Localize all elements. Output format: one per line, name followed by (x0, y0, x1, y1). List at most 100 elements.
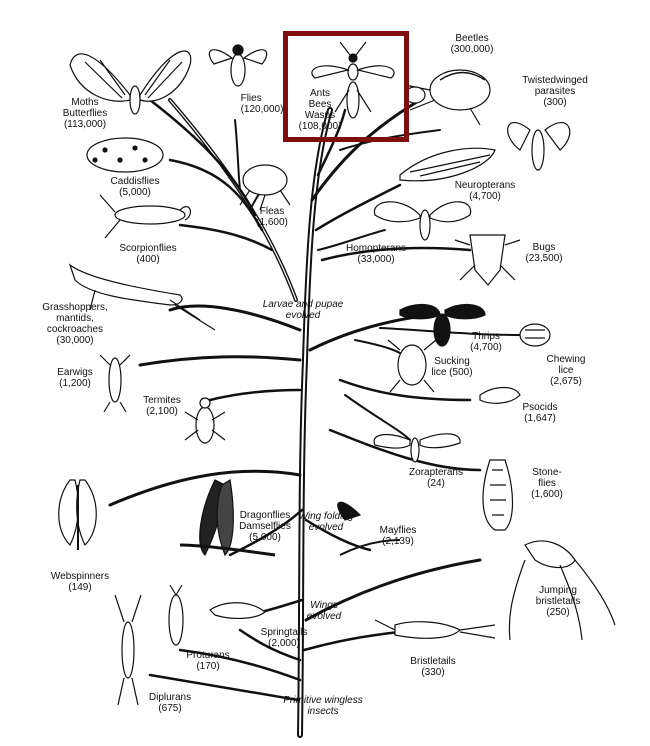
label-line: flies (538, 478, 556, 489)
stage-line: Larvae and pupae (262, 299, 344, 310)
grasshopper-illustration (68, 263, 216, 331)
label-jumping-bristletails: Jumping bristletails (250) (536, 585, 580, 618)
label-twistedwinged: Twistedwinged parasites (300) (522, 75, 588, 108)
caddisfly-illustration (86, 137, 164, 173)
label-line: mantids, (56, 313, 94, 324)
label-scorpionflies: Scorpionflies (400) (119, 243, 176, 265)
label-thrips: Thrips (4,700) (470, 331, 502, 353)
label-line: Chewing (546, 354, 586, 365)
label-count: (1,647) (524, 413, 556, 424)
label-line: Wasps (304, 110, 336, 121)
proturan-illustration (168, 584, 184, 646)
label-count: (500) (449, 367, 473, 378)
label-psocids: Psocids (1,647) (522, 402, 557, 424)
label-line: Diplurans (148, 692, 192, 703)
trunk-core (299, 109, 331, 736)
label-ants-bees-wasps: Ants Bees Wasps (108,000) (299, 88, 342, 132)
label-line: Thrips (472, 331, 500, 342)
stage-larvae-pupae: Larvae and pupae evolved (263, 299, 344, 321)
label-line: Butterflies (62, 108, 108, 119)
jumping-bristletail-illustration (508, 540, 616, 641)
stage-line: insects (307, 706, 339, 717)
earwig-illustration (99, 354, 131, 413)
stage-line: Wings (310, 600, 338, 611)
bristletail-illustration (374, 619, 496, 639)
label-line: cockroaches (46, 324, 104, 335)
sucking-louse-illustration (387, 339, 437, 393)
label-sucking-lice: Sucking lice (500) (431, 356, 472, 378)
label-dragonflies: Dragonflies Damselflies (5,000) (239, 510, 291, 543)
label-caddisflies: Caddisflies (5,000) (111, 176, 160, 198)
neuropteran-illustration (399, 147, 496, 182)
label-line: Stone- (532, 467, 562, 478)
label-proturans: Proturans (170) (186, 650, 229, 672)
label-count: (108,000) (298, 121, 342, 132)
label-springtails: Springtails (2,000) (261, 627, 308, 649)
webspinner-illustration (58, 479, 97, 550)
label-flies: Flies (120,000) (241, 93, 284, 115)
label-count: (675) (158, 703, 182, 714)
twistedwinged-illustration (507, 122, 571, 171)
label-webspinners: Webspinners (149) (51, 571, 109, 593)
label-termites: Termites (2,100) (143, 395, 181, 417)
stage-line: evolved (306, 611, 342, 622)
stage-wing-folding: Wing folding evolved (299, 511, 354, 533)
stage-line: evolved (308, 522, 344, 533)
label-line: bristletails (535, 596, 581, 607)
label-line: Webspinners (50, 571, 110, 582)
termite-illustration (184, 397, 226, 444)
label-count: (330) (421, 667, 445, 678)
label-beetles: Beetles (300,000) (451, 33, 494, 55)
label-count: (4,700) (470, 342, 502, 353)
bug-illustration (454, 234, 521, 286)
label-count: (2,139) (382, 536, 414, 547)
stage-line: evolved (285, 310, 321, 321)
label-count: (4,700) (469, 191, 501, 202)
label-line: Grasshoppers, (42, 302, 108, 313)
label-line: Mayflies (379, 525, 417, 536)
label-line: Caddisflies (110, 176, 160, 187)
label-line: Fleas (259, 206, 285, 217)
label-count: (170) (196, 661, 220, 672)
label-line: parasites (534, 86, 576, 97)
label-line: Springtails (260, 627, 308, 638)
stage-wings: Wings evolved (307, 600, 341, 622)
label-earwigs: Earwigs (1,200) (57, 367, 93, 389)
beetle-illustration (404, 69, 491, 126)
thrips-illustration (399, 303, 486, 347)
stage-line: Wing folding (298, 511, 354, 522)
stage-primitive-wingless: Primitive wingless insects (283, 695, 362, 717)
dragonfly-illustration (179, 479, 276, 557)
label-line: Twistedwinged (522, 75, 588, 86)
label-count: (300) (543, 97, 567, 108)
label-zorapterans: Zorapterans (24) (409, 467, 463, 489)
label-count: (1,600) (256, 217, 288, 228)
label-count: (2,100) (146, 406, 178, 417)
mayfly-illustration (337, 501, 401, 556)
label-line: Dragonflies (239, 510, 291, 521)
label-count: (33,000) (357, 254, 395, 265)
label-count: (300,000) (450, 44, 494, 55)
label-neuropterans: Neuropterans (4,700) (455, 180, 516, 202)
label-line: Zorapterans (409, 467, 463, 478)
label-line: Bristletails (410, 656, 456, 667)
label-line: Moths (71, 97, 99, 108)
label-bristletails: Bristletails (330) (410, 656, 456, 678)
label-line: Flies (240, 93, 262, 104)
label-line: Earwigs (57, 367, 93, 378)
psocid-illustration (479, 386, 521, 404)
label-count: (1,200) (59, 378, 91, 389)
label-count: (23,500) (525, 253, 563, 264)
label-line: Damselflies (239, 521, 291, 532)
label-line: Scorpionflies (119, 243, 177, 254)
diplurian-illustration (114, 594, 142, 706)
label-line: Sucking (434, 356, 470, 367)
label-count: (5,000) (249, 532, 281, 543)
label-count: (400) (136, 254, 160, 265)
moth-illustration (69, 50, 192, 115)
label-bugs: Bugs (23,500) (525, 242, 562, 264)
label-mayflies: Mayflies (2,139) (380, 525, 417, 547)
label-chewing-lice: Chewing lice (2,675) (547, 354, 586, 387)
label-grasshoppers: Grasshoppers, mantids, cockroaches (30,0… (42, 302, 108, 346)
